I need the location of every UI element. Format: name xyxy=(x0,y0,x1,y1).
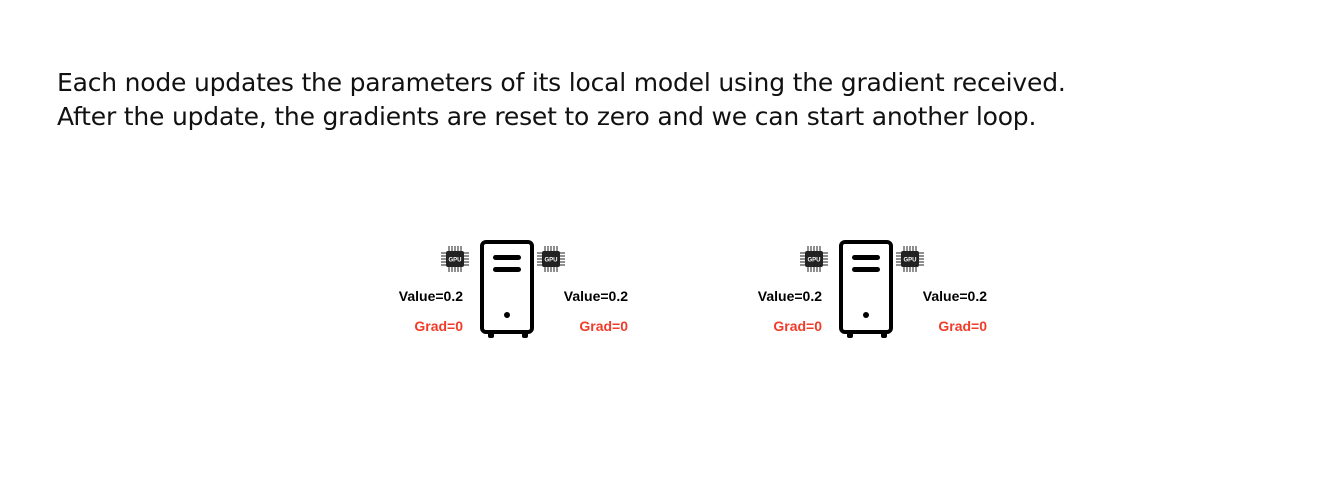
server-foot xyxy=(881,332,887,338)
gpu-chip-icon: GPU xyxy=(537,246,565,272)
gpu-text: GPU xyxy=(544,258,557,264)
server-icon xyxy=(839,240,893,334)
server-foot xyxy=(522,332,528,338)
gpu-text: GPU xyxy=(807,258,820,264)
gpu-text: GPU xyxy=(903,258,916,264)
server-foot xyxy=(488,332,494,338)
node-1: GPU GPU Value=0.2 Grad=0 Value=0.2 Grad=… xyxy=(370,238,630,343)
left-value-label: Value=0.2 xyxy=(757,288,822,304)
server-icon xyxy=(480,240,534,334)
right-grad-label: Grad=0 xyxy=(938,318,987,334)
gpu-text: GPU xyxy=(448,258,461,264)
left-value-label: Value=0.2 xyxy=(398,288,463,304)
gpu-chip-icon: GPU xyxy=(441,246,469,272)
gpu-chip-icon: GPU xyxy=(896,246,924,272)
right-value-label: Value=0.2 xyxy=(563,288,628,304)
right-value-label: Value=0.2 xyxy=(922,288,987,304)
caption-line-1: Each node updates the parameters of its … xyxy=(57,68,1066,97)
gpu-chip-icon: GPU xyxy=(800,246,828,272)
node-2: GPU GPU Value=0.2 Grad=0 Value=0.2 Grad=… xyxy=(729,238,989,343)
left-grad-label: Grad=0 xyxy=(414,318,463,334)
caption: Each node updates the parameters of its … xyxy=(57,66,1066,134)
server-foot xyxy=(847,332,853,338)
caption-line-2: After the update, the gradients are rese… xyxy=(57,102,1037,131)
left-grad-label: Grad=0 xyxy=(773,318,822,334)
right-grad-label: Grad=0 xyxy=(579,318,628,334)
